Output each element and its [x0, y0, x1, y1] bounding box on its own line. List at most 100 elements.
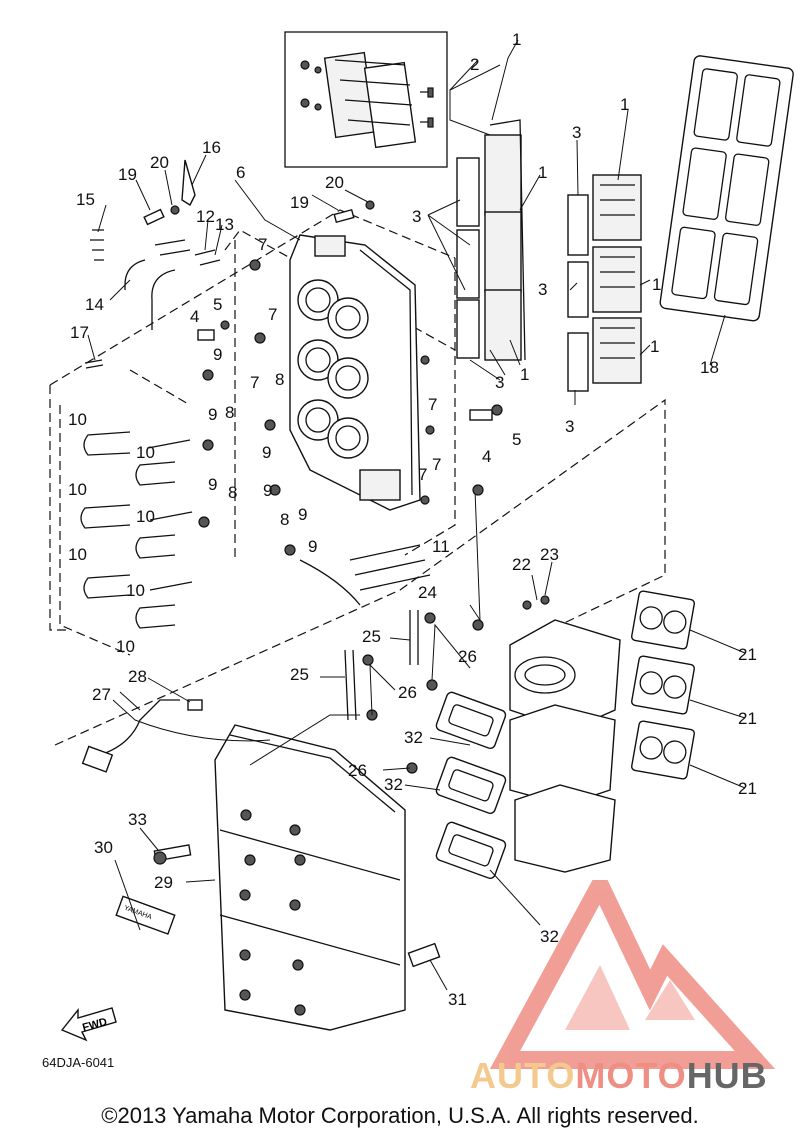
label-29: 29 [154, 873, 173, 892]
label-5: 5 [512, 430, 521, 449]
label-8: 8 [225, 403, 234, 422]
label-17: 17 [70, 323, 89, 342]
label-8: 8 [228, 483, 237, 502]
label-16: 16 [202, 138, 221, 157]
sensor-27 [81, 699, 203, 773]
label-32: 32 [384, 775, 403, 794]
label-7: 7 [250, 373, 259, 392]
label-26: 26 [348, 761, 367, 780]
watermark-moto: MOTO [575, 1055, 687, 1096]
leader-lines [87, 39, 746, 991]
label-32: 32 [540, 927, 559, 946]
label-33: 33 [128, 810, 147, 829]
reed-valve-assembly-left [456, 119, 526, 361]
label-19: 19 [118, 165, 137, 184]
label-10: 10 [68, 480, 87, 499]
label-7: 7 [418, 465, 427, 484]
brackets-25 [344, 610, 438, 774]
label-9: 9 [308, 537, 317, 556]
label-18: 18 [700, 358, 719, 377]
gasket-18 [659, 55, 794, 322]
label-9: 9 [208, 475, 217, 494]
label-7: 7 [268, 305, 277, 324]
label-1: 1 [512, 30, 521, 49]
label-25: 25 [362, 627, 381, 646]
label-8: 8 [275, 370, 284, 389]
label-28: 28 [128, 667, 147, 686]
watermark-auto: AUTO [470, 1055, 576, 1096]
hoses-11 [299, 544, 431, 606]
decal-30: YAMAHA [115, 895, 176, 935]
label-19: 19 [290, 193, 309, 212]
label-10: 10 [136, 443, 155, 462]
label-7: 7 [258, 235, 267, 254]
label-1: 1 [650, 337, 659, 356]
label-21: 21 [738, 709, 757, 728]
hoses-10 [80, 431, 193, 629]
label-10: 10 [68, 410, 87, 429]
label-24: 24 [418, 583, 437, 602]
label-1: 1 [620, 95, 629, 114]
label-7: 7 [432, 455, 441, 474]
label-23: 23 [540, 545, 559, 564]
dashed-boundaries [49, 209, 666, 746]
label-2: 2 [470, 55, 479, 74]
copyright-notice: ©2013 Yamaha Motor Corporation, U.S.A. A… [101, 1103, 699, 1128]
label-3: 3 [565, 417, 574, 436]
fasteners [84, 159, 503, 556]
silencer-cover [153, 724, 441, 1031]
label-31: 31 [448, 990, 467, 1009]
reed-valve-inset [284, 31, 448, 168]
reed-valve-assembly-right [567, 174, 642, 392]
label-10: 10 [68, 545, 87, 564]
label-27: 27 [92, 685, 111, 704]
gaskets-32 [435, 691, 507, 880]
label-10: 10 [136, 507, 155, 526]
label-21: 21 [738, 779, 757, 798]
part-labels: 1 2 1 3 1 3 3 1 1 1 3 3 1 18 16 20 19 6 … [68, 30, 757, 1009]
label-4: 4 [482, 447, 491, 466]
label-6: 6 [236, 163, 245, 182]
label-14: 14 [85, 295, 104, 314]
label-3: 3 [412, 207, 421, 226]
carburetor-assembly [472, 484, 621, 873]
label-21: 21 [738, 645, 757, 664]
label-20: 20 [325, 173, 344, 192]
label-22: 22 [512, 555, 531, 574]
label-3: 3 [495, 373, 504, 392]
label-1: 1 [538, 163, 547, 182]
label-20: 20 [150, 153, 169, 172]
label-13: 13 [215, 215, 234, 234]
label-1: 1 [652, 275, 661, 294]
hoses-12-13-14 [124, 239, 221, 330]
label-9: 9 [208, 405, 217, 424]
label-3: 3 [572, 123, 581, 142]
watermark-hub: HUB [686, 1055, 768, 1096]
gaskets-21 [631, 590, 695, 780]
document-code: 64DJA-6041 [42, 1055, 115, 1070]
label-12: 12 [196, 207, 215, 226]
label-7: 7 [428, 395, 437, 414]
fwd-arrow: FWD [60, 1007, 117, 1042]
label-1: 1 [520, 365, 529, 384]
label-9: 9 [213, 345, 222, 364]
label-11: 11 [432, 537, 450, 556]
label-25: 25 [290, 665, 309, 684]
label-26: 26 [458, 647, 477, 666]
label-15: 15 [76, 190, 95, 209]
label-9: 9 [263, 481, 272, 500]
label-4: 4 [190, 307, 199, 326]
watermark-text: AUTOMOTOHUB [470, 1055, 768, 1097]
label-10: 10 [116, 637, 135, 656]
label-10: 10 [126, 581, 145, 600]
label-9: 9 [298, 505, 307, 524]
label-26: 26 [398, 683, 417, 702]
automotohub-logo-icon [489, 880, 776, 1069]
label-3: 3 [538, 280, 547, 299]
label-9: 9 [262, 443, 271, 462]
label-30: 30 [94, 838, 113, 857]
label-32: 32 [404, 728, 423, 747]
label-8: 8 [280, 510, 289, 529]
intake-manifold [289, 234, 421, 511]
